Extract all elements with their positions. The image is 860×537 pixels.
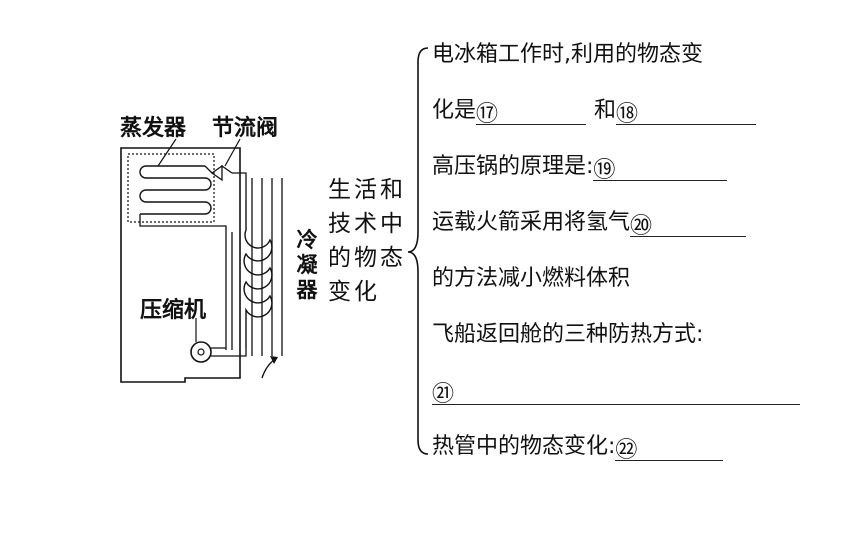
fridge-line-1: 电冰箱工作时,利用的物态变 [432,42,703,67]
cooker-prefix: 高压锅的原理是: [432,154,594,179]
blank-number: ⑳ [630,214,653,239]
blank-number: ㉒ [615,438,638,463]
pressure-cooker-line: 高压锅的原理是:⑲ [432,152,728,183]
answer-blank-19[interactable]: ⑲ [593,156,728,183]
topic-line: 技术中 [328,211,406,237]
heat-pipe-line: 热管中的物态变化:㉒ [432,432,724,463]
rocket-line-2: 的方法减小燃料体积 [432,266,631,291]
valve-leader [224,138,241,167]
answer-blank-20[interactable]: ⑳ [630,212,747,239]
evaporator-coil [139,165,212,215]
airflow-arrow [261,359,275,379]
blank-number: ⑲ [593,158,616,183]
condenser-rods [251,178,283,356]
compressor-label: 压缩机 [140,298,207,323]
compressor-hub [197,348,205,356]
condenser-coil [243,200,273,348]
blank-number: ⑱ [616,102,639,127]
topic-line: 的物态 [328,245,406,271]
main-bracket [407,47,429,455]
pipe-top [204,165,247,200]
answer-blank-18[interactable]: ⑱ [616,100,757,127]
fridge-line2-prefix: 化是 [432,98,477,123]
evaporator-box [127,153,215,223]
topic-label: 生活和 技术中 的物态 变化 [328,173,420,309]
answer-blank-17[interactable]: ⑰ [476,100,587,127]
heatpipe-prefix: 热管中的物态变化: [432,434,616,459]
pipe-return [139,214,227,350]
topic-line: 生活和 [328,177,406,203]
answer-blank-21[interactable]: ㉑ [432,380,800,407]
capsule-line: 飞船返回舱的三种防热方式: [432,322,704,347]
fridge-cabinet-outline [120,147,241,383]
rocket-line-1: 运载火箭采用将氢气⑳ [432,208,747,239]
evaporator-leader [157,138,177,167]
capsule-answer-line: ㉑ [432,376,800,407]
airflow-arrowhead [270,356,278,364]
valve-symbol [210,164,233,182]
topic-line: 变化 [328,279,380,305]
evaporator-label: 蒸发器 [120,116,187,141]
valve-label: 节流阀 [212,116,279,141]
blank-number: ⑰ [476,102,499,127]
compressor-pipes [211,347,247,357]
rocket-prefix: 运载火箭采用将氢气 [432,210,631,235]
fridge-line-2: 化是⑰ 和⑱ [432,96,757,127]
blank-number: ㉑ [432,382,455,407]
fridge-and: 和 [594,98,617,123]
compressor-body [190,341,212,363]
condenser-label: 冷凝器 [296,228,318,302]
answer-blank-22[interactable]: ㉒ [615,436,724,463]
